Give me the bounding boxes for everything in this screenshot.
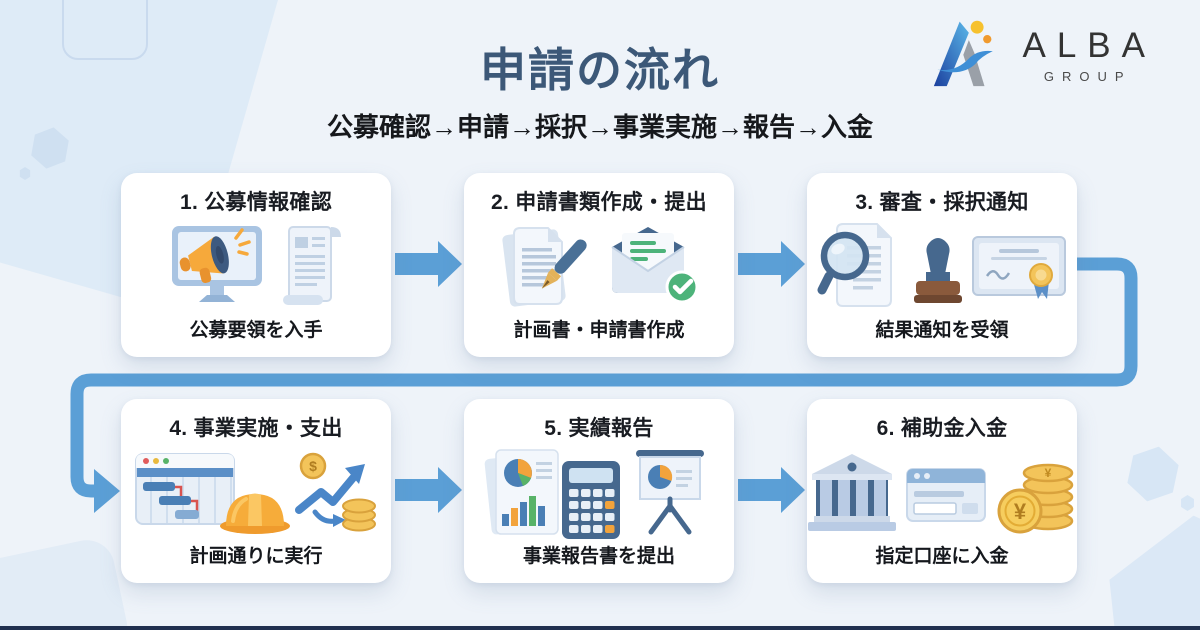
monitor-megaphone-icon <box>169 223 273 309</box>
svg-text:¥: ¥ <box>1045 466 1052 480</box>
bank-icon <box>808 452 896 532</box>
step-caption: 事業報告書を提出 <box>522 546 675 567</box>
step-card-6: 6. 補助金入金 <box>807 399 1077 583</box>
report-chart-icon <box>484 446 568 538</box>
envelope-check-icon <box>606 225 700 307</box>
bottom-edge-bar <box>0 626 1200 630</box>
step-card-1: 1. 公募情報確認 <box>121 173 391 357</box>
step-card-5: 5. 実績報告 事業報告書を提出 <box>464 399 734 583</box>
svg-text:¥: ¥ <box>1014 499 1027 524</box>
gantt-chart-icon <box>135 452 235 531</box>
page-subtitle: 公募確認→申請→採択→事業実施→報告→入金 <box>326 112 873 142</box>
wrap-around-arrow <box>70 257 1138 498</box>
step-caption: 指定口座に入金 <box>875 546 1009 567</box>
flow-arrow <box>395 467 462 513</box>
page-title: 申請の流れ <box>480 44 720 96</box>
logo-name: ALBA <box>1022 25 1156 65</box>
step-card-3: 3. 審査・採択通知 <box>807 173 1077 357</box>
calculator-icon <box>562 460 620 539</box>
step-title: 3. 審査・採択通知 <box>855 191 1029 214</box>
step-card-4: 4. 事業実施・支出 <box>121 399 391 583</box>
stamp-icon <box>914 222 962 310</box>
hexagon-decoration <box>1181 495 1194 511</box>
presentation-icon <box>626 448 714 536</box>
helmet-icon <box>219 483 291 535</box>
certificate-icon <box>971 229 1067 303</box>
logo-subname: GROUP <box>1043 68 1132 84</box>
step-card-2: 2. 申請書類作成・提出 <box>464 173 734 357</box>
document-pen-icon <box>498 220 594 312</box>
alba-group-logo: ALBA GROUP <box>932 16 1157 95</box>
step-caption: 計画通りに実行 <box>189 546 323 567</box>
step-title: 1. 公募情報確認 <box>179 191 333 214</box>
svg-text:$: $ <box>309 458 317 474</box>
step-caption: 計画書・申請書作成 <box>513 320 685 341</box>
magnifier-document-icon <box>817 220 905 312</box>
step-caption: 結果通知を受領 <box>875 320 1009 341</box>
yen-coins-icon: ¥ ¥ <box>996 447 1076 537</box>
flow-arrow <box>738 241 805 287</box>
step-title: 4. 事業実施・支出 <box>169 417 343 440</box>
passbook-icon <box>906 465 986 523</box>
coins-growth-icon: $ <box>293 452 377 532</box>
alba-logo-mark-icon <box>932 16 1002 95</box>
step-title: 5. 実績報告 <box>544 417 654 440</box>
scroll-document-icon <box>281 221 343 311</box>
flow-arrow <box>738 467 805 513</box>
outline-box-decoration <box>62 0 148 60</box>
step-caption: 公募要領を入手 <box>189 320 323 341</box>
hexagon-decoration <box>19 167 31 180</box>
flow-arrow <box>395 241 462 287</box>
wrap-around-arrowhead <box>94 469 120 513</box>
step-title: 2. 申請書類作成・提出 <box>491 191 707 214</box>
step-title: 6. 補助金入金 <box>876 417 1008 440</box>
